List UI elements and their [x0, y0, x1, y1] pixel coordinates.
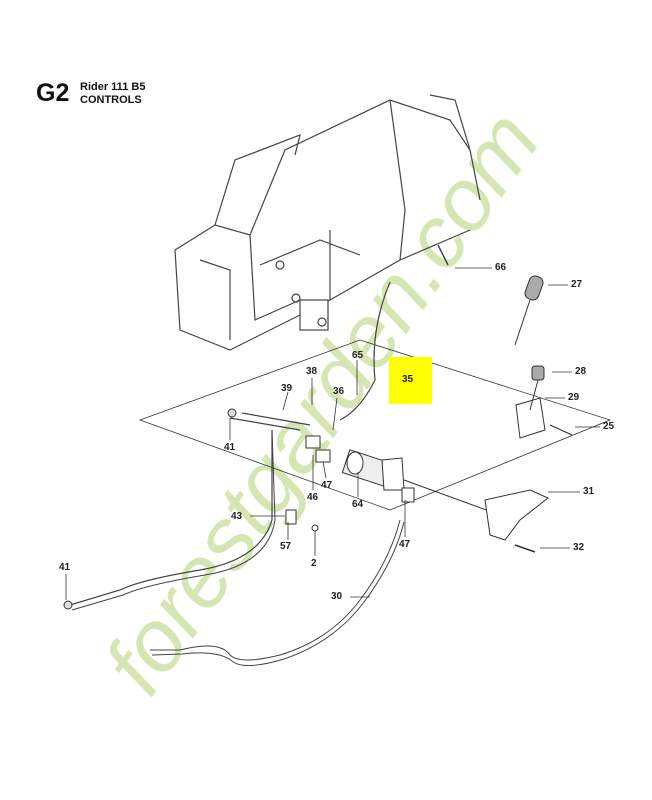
- callout-31[interactable]: 31: [583, 486, 595, 497]
- cable-30: [150, 519, 405, 666]
- callout-64[interactable]: 64: [352, 499, 364, 510]
- bolt-66: [437, 244, 449, 266]
- callout-28[interactable]: 28: [575, 366, 587, 377]
- callout-27[interactable]: 27: [571, 279, 583, 290]
- bracket-29: [515, 365, 546, 439]
- callout-41-lower[interactable]: 41: [59, 562, 71, 573]
- svg-text:forestgarden.com: forestgarden.com: [84, 93, 558, 711]
- section-code: G2: [36, 79, 70, 107]
- bolt-32: [514, 544, 536, 553]
- callout-39[interactable]: 39: [281, 383, 293, 394]
- highlighted-part-label: 35: [402, 374, 414, 385]
- callout-47[interactable]: 47: [321, 480, 333, 491]
- callout-29[interactable]: 29: [568, 392, 580, 403]
- callout-30[interactable]: 30: [331, 591, 343, 602]
- callout-65[interactable]: 65: [352, 350, 364, 361]
- model-name: Rider 111 B5: [80, 81, 146, 93]
- bolt-25: [549, 424, 573, 436]
- callout-57[interactable]: 57: [280, 541, 292, 552]
- leader-lines: [65, 267, 600, 600]
- callout-43[interactable]: 43: [231, 511, 243, 522]
- cable-65: [339, 281, 391, 421]
- knob-27: [514, 275, 544, 346]
- chassis-frame: [174, 94, 481, 351]
- callout-41[interactable]: 41: [224, 442, 236, 453]
- callout-66[interactable]: 66: [495, 262, 507, 273]
- callout-47-lower[interactable]: 47: [399, 539, 411, 550]
- callout-32[interactable]: 32: [573, 542, 585, 553]
- tube-64: [341, 449, 501, 516]
- cable-43: [69, 430, 273, 606]
- highlighted-part-box[interactable]: [389, 357, 432, 404]
- callout-46[interactable]: 46: [307, 492, 319, 503]
- callout-38[interactable]: 38: [306, 366, 318, 377]
- bracket-31: [484, 489, 549, 541]
- watermark-logo: forestgarden.com: [84, 93, 558, 711]
- callout-25[interactable]: 25: [603, 421, 615, 432]
- callout-36[interactable]: 36: [333, 386, 345, 397]
- shaft-39: [229, 412, 311, 431]
- callout-2[interactable]: 2: [311, 558, 317, 569]
- section-title: CONTROLS: [80, 94, 142, 106]
- layout-board: [138, 339, 612, 511]
